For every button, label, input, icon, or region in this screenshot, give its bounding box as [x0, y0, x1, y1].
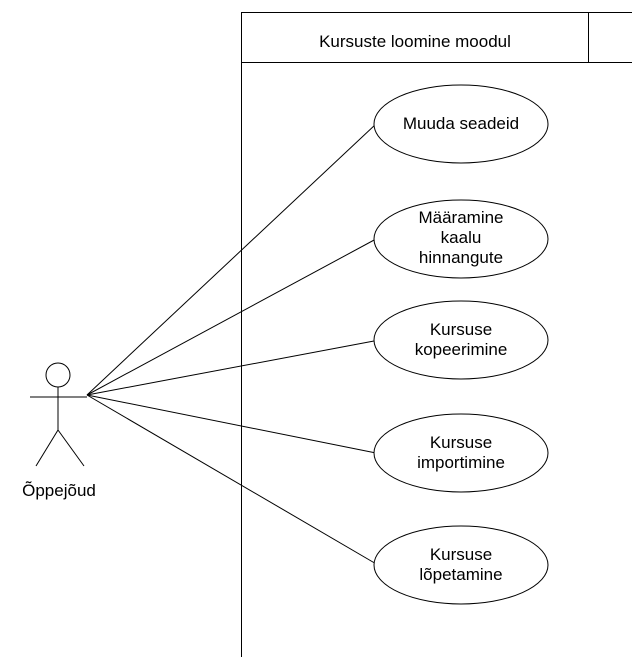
system-boundary: [241, 12, 632, 657]
use-case-ellipse[interactable]: [373, 84, 549, 164]
use-case-label-maaramine-kaalu-hinnangute: Määramine kaalu hinnangute: [418, 208, 504, 267]
use-case-ellipse[interactable]: [373, 413, 549, 493]
association-line-kursuse-lopetamine: [86, 394, 379, 566]
system-title: Kursuste loomine moodul: [319, 32, 511, 51]
association-line-maaramine-kaalu-hinnangute: [86, 238, 377, 396]
association-line-muuda-seadeid: [86, 123, 377, 396]
association-line-kursuse-kopeerimine: [86, 340, 375, 396]
use-cases: [373, 84, 549, 605]
actor-right-leg: [57, 429, 85, 467]
use-case-ellipse[interactable]: [373, 525, 549, 605]
use-case-ellipse[interactable]: [373, 199, 549, 279]
actor-left-leg: [35, 429, 59, 467]
actor-stick-figure-icon[interactable]: [30, 362, 87, 467]
use-case-ellipse[interactable]: [373, 300, 549, 380]
actor-head: [45, 362, 71, 388]
use-case-label-kursuse-importimine: Kursuse importimine: [417, 433, 505, 472]
use-case-label-kursuse-lopetamine: Kursuse lõpetamine: [419, 545, 503, 584]
use-case-label-muuda-seadeid: Muuda seadeid: [402, 114, 520, 133]
associations: [86, 123, 379, 566]
actor-name: Õppejõud: [22, 481, 96, 500]
association-line-kursuse-importimine: [86, 394, 377, 454]
use-case-label-kursuse-kopeerimine: Kursuse kopeerimine: [414, 320, 508, 359]
